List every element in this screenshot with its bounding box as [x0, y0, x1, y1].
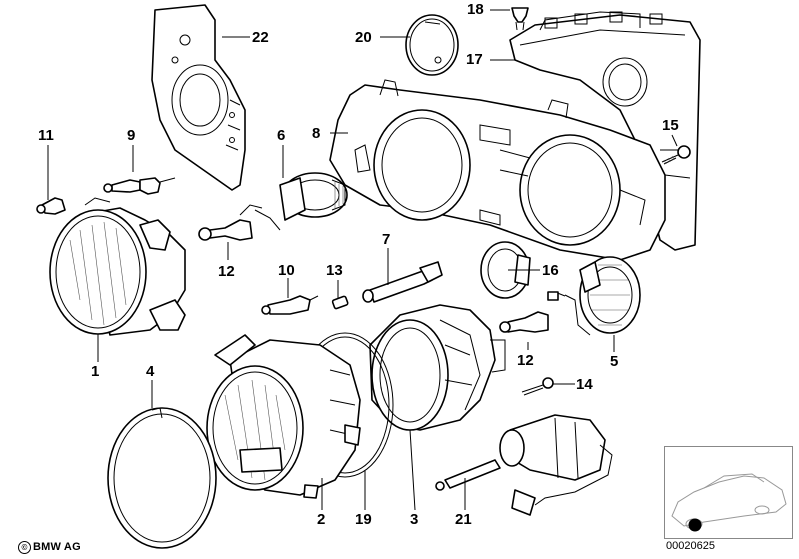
part-1-headlamp-small	[49, 197, 186, 336]
callout-8: 8	[312, 125, 320, 142]
callout-17: 17	[466, 51, 483, 68]
part-12-bulb-upper	[198, 204, 281, 241]
callout-22: 22	[252, 29, 269, 46]
part-9-bulb-wire	[103, 177, 176, 195]
callout-13: 13	[326, 262, 343, 279]
callout-20: 20	[355, 29, 372, 46]
callout-7: 7	[382, 231, 390, 248]
part-7-bulb-long	[362, 261, 443, 303]
callout-2: 2	[317, 511, 325, 528]
callout-1: 1	[91, 363, 99, 380]
part-18-clip	[511, 7, 529, 31]
callout-15: 15	[662, 117, 679, 134]
document-number: 00020625	[666, 540, 715, 552]
part-6-socket-ring	[279, 172, 348, 221]
part-4-trim-ring	[107, 407, 217, 549]
callout-19: 19	[355, 511, 372, 528]
callout-4: 4	[146, 363, 155, 380]
callout-3: 3	[410, 511, 418, 528]
callout-18: 18	[467, 1, 484, 18]
callout-9: 9	[127, 127, 135, 144]
callout-5: 5	[610, 353, 618, 370]
part-14-screw	[521, 377, 554, 396]
part-20-cover-cap	[405, 14, 459, 76]
part-15-screw	[661, 145, 691, 165]
callout-labels: 1 2 3 4 5 6 7 8 9 10 11 12 12 13 14 15 1…	[38, 1, 679, 528]
part-21-leveling-motor	[435, 414, 613, 516]
leader-lines	[47, 9, 678, 511]
part-12-bulb-lower	[499, 291, 566, 333]
callout-10: 10	[278, 262, 295, 279]
callout-14: 14	[576, 376, 593, 393]
part-10-bulb	[261, 295, 319, 315]
vehicle-locator-thumbnail	[664, 446, 793, 539]
part-22-bracket-plate	[151, 4, 246, 191]
part-8-carrier-frame	[329, 79, 666, 261]
location-marker	[688, 518, 702, 532]
callout-12a: 12	[218, 263, 235, 280]
callout-11: 11	[38, 127, 54, 144]
part-11-small-bulb	[36, 197, 66, 215]
part-13-small-bulb	[331, 295, 349, 310]
part-5-socket-ring	[564, 256, 641, 336]
copyright-icon: ©	[18, 541, 31, 554]
brand-label: BMW AG	[33, 541, 81, 553]
part-2-headlamp-main	[206, 334, 361, 499]
part-3-reflector	[369, 304, 506, 431]
copyright-brand: ©BMW AG	[18, 541, 81, 554]
callout-6: 6	[277, 127, 285, 144]
callout-21: 21	[455, 511, 472, 528]
callout-16: 16	[542, 262, 559, 279]
callout-12b: 12	[517, 352, 534, 369]
